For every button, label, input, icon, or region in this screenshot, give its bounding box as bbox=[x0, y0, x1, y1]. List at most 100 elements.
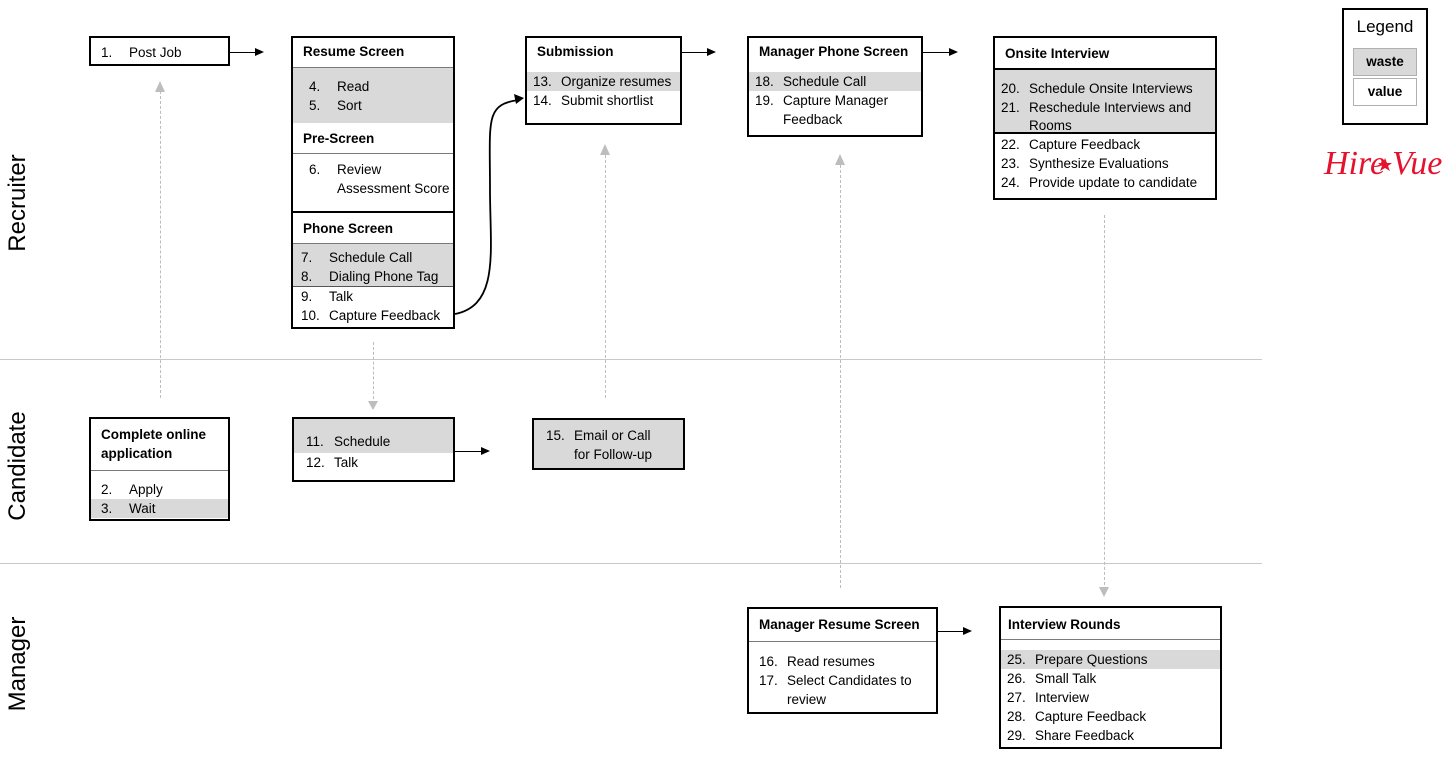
item-text: Small Talk bbox=[1035, 671, 1097, 686]
item-text: Schedule Call bbox=[783, 74, 867, 89]
item-number: 14. bbox=[533, 93, 552, 108]
box-phone-screen: Phone Screen 7.Schedule Call 8.Dialing P… bbox=[291, 211, 455, 329]
svg-text:Hire: Hire bbox=[1323, 145, 1385, 182]
box-title: Complete online application bbox=[91, 419, 228, 471]
list-item: 21. Reschedule Interviews and bbox=[1001, 98, 1215, 117]
lane-divider-recruiter-candidate bbox=[0, 359, 1262, 360]
list-item: 11.Schedule bbox=[306, 432, 453, 451]
item-number: 1. bbox=[101, 45, 113, 60]
waste-section: 11.Schedule bbox=[294, 419, 453, 453]
item-text: Capture Feedback bbox=[1035, 709, 1147, 724]
flow-arrow bbox=[454, 447, 490, 455]
list-item: 3. Wait bbox=[91, 499, 228, 518]
item-text: Organize resumes bbox=[561, 74, 672, 89]
list-item-continuation: for Follow-up bbox=[574, 447, 653, 462]
item-text: Review bbox=[337, 162, 382, 177]
item-text: Schedule Onsite Interviews bbox=[1029, 81, 1193, 96]
list-item: 14. Submit shortlist bbox=[527, 91, 680, 110]
lane-divider-candidate-manager bbox=[0, 563, 1262, 564]
box-resume-screen: Resume Screen 4.Read 5. Sort bbox=[291, 36, 455, 124]
list-item: 24. Provide update to candidate bbox=[1001, 173, 1215, 192]
dashed-connector bbox=[840, 160, 841, 588]
item-text: Capture Feedback bbox=[1029, 137, 1141, 152]
item-number: 4. bbox=[309, 79, 321, 94]
item-number: 21. bbox=[1001, 100, 1020, 115]
box-interview-rounds: Interview Rounds 25.Prepare Questions 26… bbox=[999, 606, 1222, 749]
item-text: Select Candidates to bbox=[787, 673, 912, 688]
item-text: Read resumes bbox=[787, 654, 875, 669]
item-text: Reschedule Interviews and bbox=[1029, 100, 1192, 115]
item-number: 22. bbox=[1001, 137, 1020, 152]
box-title-line-2: application bbox=[101, 446, 173, 461]
list-item: 9.Talk bbox=[301, 287, 453, 306]
list-item: 15.Email or Call bbox=[546, 426, 683, 445]
box-submission: Submission 13.Organize resumes 14.Submit… bbox=[525, 36, 682, 125]
item-number: 24. bbox=[1001, 175, 1020, 190]
item-number: 29. bbox=[1007, 728, 1026, 743]
dashed-connector bbox=[605, 150, 606, 398]
item-number: 3. bbox=[101, 501, 113, 516]
box-title: Onsite Interview bbox=[1005, 46, 1110, 61]
legend-value: value bbox=[1353, 78, 1417, 106]
item-number: 10. bbox=[301, 308, 320, 323]
list-item: 23.Synthesize Evaluations bbox=[1001, 154, 1215, 173]
item-text: Sort bbox=[337, 98, 362, 113]
box-candidate-phone-call: 11.Schedule 12.Talk bbox=[292, 417, 455, 482]
list-item: 10.Capture Feedback bbox=[301, 306, 453, 325]
box-manager-phone-screen: Manager Phone Screen 18.Schedule Call 19… bbox=[747, 36, 923, 137]
list-item: 5. Sort bbox=[309, 96, 453, 115]
waste-section: 20. Schedule Onsite Interviews 21. Resched… bbox=[995, 68, 1215, 133]
item-number: 11. bbox=[306, 434, 324, 449]
item-text: Synthesize Evaluations bbox=[1029, 156, 1169, 171]
list-item: 22. Capture Feedback bbox=[1001, 135, 1215, 154]
list-item-continuation: review bbox=[787, 692, 827, 707]
list-item: 29. Share Feedback bbox=[1001, 726, 1220, 745]
box-title: Interview Rounds bbox=[1008, 617, 1121, 632]
box-pre-screen: Pre-Screen 6.Review Assessment Score bbox=[291, 123, 455, 213]
item-number: 13. bbox=[533, 74, 552, 89]
item-number: 28. bbox=[1007, 709, 1026, 724]
item-text: Share Feedback bbox=[1035, 728, 1135, 743]
box-title: Manager Resume Screen bbox=[759, 617, 920, 632]
box-title: Resume Screen bbox=[293, 38, 453, 68]
legend-waste: waste bbox=[1353, 48, 1417, 76]
dashed-connector bbox=[160, 86, 161, 398]
list-item: 4.Read bbox=[309, 77, 453, 96]
item-number: 5. bbox=[309, 98, 321, 113]
item-text: Talk bbox=[334, 455, 359, 470]
list-item: 18.Schedule Call bbox=[749, 72, 921, 91]
item-text: Dialing Phone Tag bbox=[329, 269, 439, 284]
item-text: Prepare Questions bbox=[1035, 652, 1148, 667]
item-number: 27. bbox=[1007, 690, 1026, 705]
item-number: 8. bbox=[301, 269, 313, 284]
waste-section: 7.Schedule Call 8.Dialing Phone Tag bbox=[293, 244, 453, 286]
item-number: 16. bbox=[759, 654, 778, 669]
item-text: Post Job bbox=[129, 45, 182, 60]
box-title: Pre-Screen bbox=[293, 123, 453, 154]
legend: Legend waste value bbox=[1342, 8, 1428, 125]
list-item: 1. Post Job bbox=[91, 38, 228, 62]
list-item: 2.Apply bbox=[91, 480, 228, 499]
item-number: 2. bbox=[101, 482, 113, 497]
flow-arrow bbox=[922, 48, 958, 56]
list-item: 27.Interview bbox=[1001, 688, 1220, 707]
list-item: 19.Capture Manager bbox=[749, 91, 921, 110]
flow-arrow bbox=[682, 48, 716, 56]
box-onsite-interview: Onsite Interview 20. Schedule Onsite Inte… bbox=[993, 36, 1217, 200]
box-follow-up: 15.Email or Call for Follow-up bbox=[532, 418, 685, 470]
list-item: 8. Dialing Phone Tag bbox=[301, 267, 453, 286]
list-item: 20. Schedule Onsite Interviews bbox=[1001, 79, 1215, 98]
item-text: Submit shortlist bbox=[561, 93, 654, 108]
item-number: 17. bbox=[759, 673, 778, 688]
item-text: Talk bbox=[329, 289, 354, 304]
item-number: 15. bbox=[546, 428, 565, 443]
list-item: 12.Talk bbox=[294, 453, 453, 472]
box-title-line-1: Complete online bbox=[101, 427, 207, 442]
legend-title: Legend bbox=[1356, 17, 1414, 36]
item-text: Capture Manager bbox=[783, 93, 889, 108]
item-number: 20. bbox=[1001, 81, 1020, 96]
item-text: Wait bbox=[129, 501, 156, 516]
item-text: Provide update to candidate bbox=[1029, 175, 1198, 190]
dashed-connector bbox=[1104, 215, 1105, 590]
